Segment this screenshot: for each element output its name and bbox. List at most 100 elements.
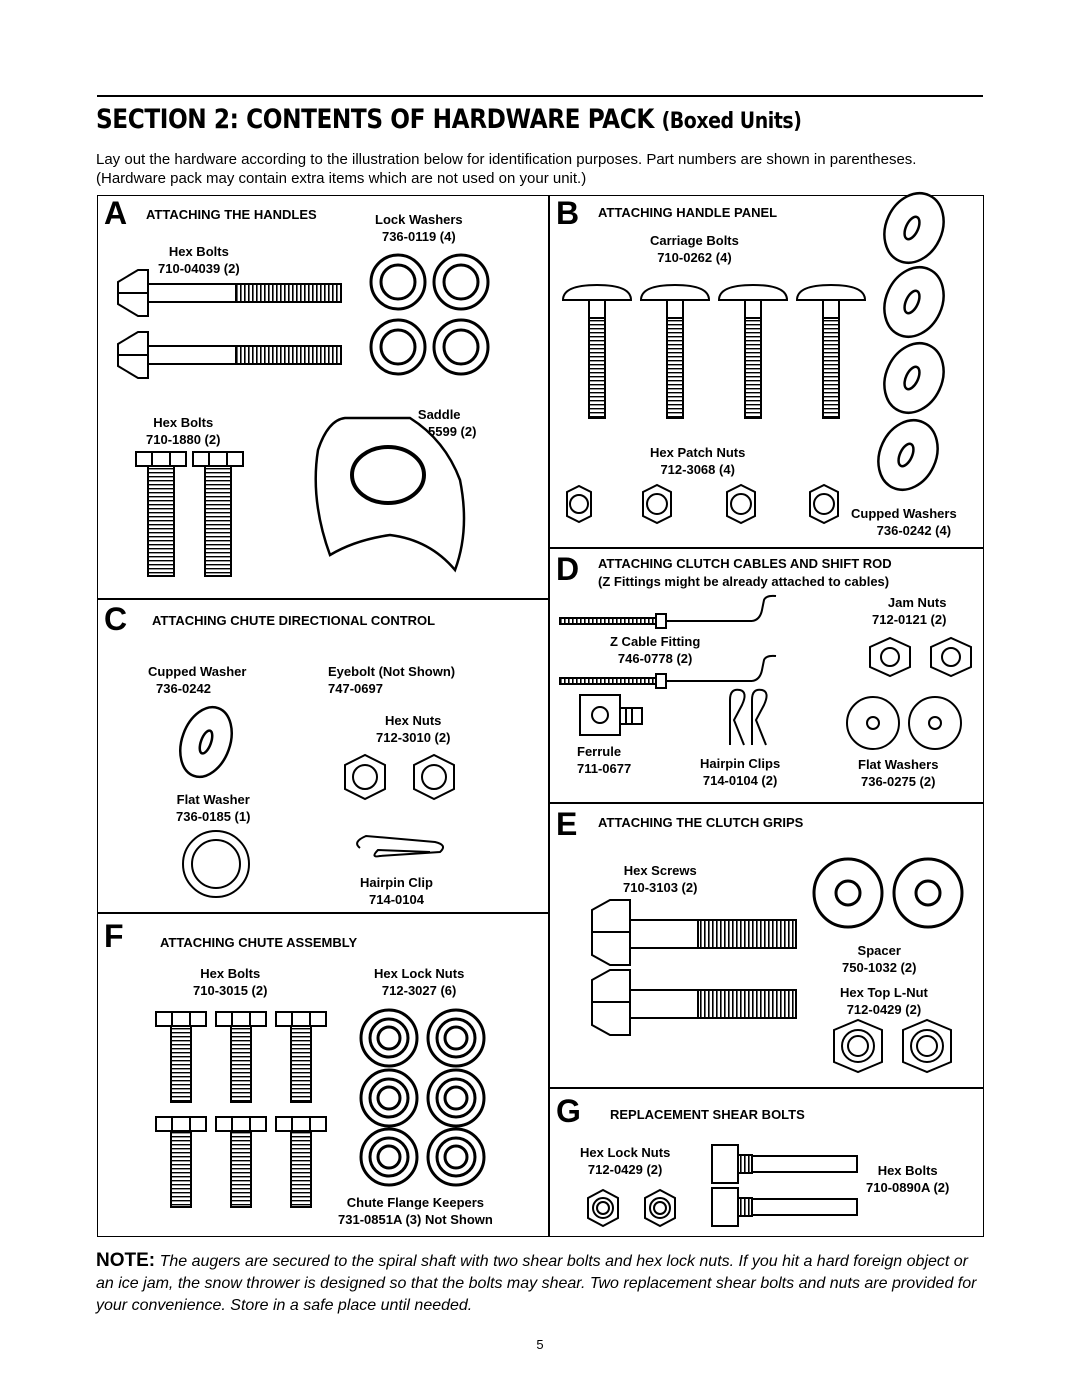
section-heading-d: ATTACHING CLUTCH CABLES AND SHIFT ROD <box>598 556 892 571</box>
hex-nut-c-icon <box>344 753 455 801</box>
section-heading-a: ATTACHING THE HANDLES <box>146 207 317 222</box>
part-label-text: 736-0185 (1) <box>176 809 251 824</box>
label-flat-washer: Flat Washer 736-0185 (1) <box>176 791 250 825</box>
part-label-text: Hex Screws <box>623 863 697 878</box>
part-label-text: 712-0429 (2) <box>846 1002 922 1017</box>
part-label-text: Carriage Bolts <box>650 233 739 248</box>
part-label-text: 710-04039 (2) <box>158 261 240 276</box>
label-hex-lock-nuts-f: Hex Lock Nuts 712-3027 (6) <box>374 965 464 999</box>
note-paragraph: NOTE: The augers are secured to the spir… <box>96 1250 988 1317</box>
part-label-text: Flat Washers <box>858 757 939 772</box>
part-label-text: 712-3027 (6) <box>381 983 457 998</box>
section-letter-b: B <box>556 195 580 231</box>
part-label-text: 736-0242 <box>156 681 211 696</box>
hex-top-l-nut-icon <box>833 1018 952 1074</box>
label-ferrule: Ferrule 711-0677 <box>577 743 631 777</box>
section-letter-g: G <box>556 1093 581 1129</box>
hex-bolt-long-icon <box>117 269 342 317</box>
hex-bolt-long-icon <box>117 331 342 379</box>
divider-a-c <box>97 598 549 600</box>
label-carriage-bolts: Carriage Bolts 710-0262 (4) <box>650 232 739 266</box>
part-label-text: 710-3015 (2) <box>193 983 268 998</box>
part-label-text: Saddle <box>417 407 461 422</box>
label-hex-patch-nuts: Hex Patch Nuts 712-3068 (4) <box>650 444 745 478</box>
hex-bolt-short-icon <box>135 451 244 577</box>
divider-e-g <box>548 1087 984 1089</box>
part-label-text: Chute Flange Keepers <box>346 1195 485 1210</box>
title-sub: (Boxed Units) <box>661 109 802 134</box>
part-label-text: Hex Top L-Nut <box>840 985 928 1000</box>
part-label-text: Hex Lock Nuts <box>374 966 465 981</box>
section-heading-b: ATTACHING HANDLE PANEL <box>598 205 778 220</box>
part-label-text: 710-0262 (4) <box>657 250 732 265</box>
part-label-text: Hex Lock Nuts <box>580 1145 671 1160</box>
part-label-text: Jam Nuts <box>887 595 947 610</box>
divider-d-e <box>548 802 984 804</box>
divider-c-f <box>97 912 549 914</box>
saddle-icon <box>314 416 466 573</box>
label-hex-bolts-a1: Hex Bolts 710-04039 (2) <box>158 243 240 277</box>
part-label-text: Eyebolt (Not Shown) <box>328 664 456 679</box>
part-label-text: Hex Patch Nuts <box>650 445 746 460</box>
section-heading-f: ATTACHING CHUTE ASSEMBLY <box>160 935 358 950</box>
part-label-text: 736-0119 (4) <box>381 229 456 244</box>
part-label-text: 714-0104 (2) <box>702 773 778 788</box>
cupped-washer-icon <box>877 192 945 491</box>
z-cable-fitting-icon <box>559 594 777 689</box>
part-label-text: Spacer <box>857 943 901 958</box>
section-heading-e: ATTACHING THE CLUTCH GRIPS <box>598 815 804 830</box>
part-label-text: Hairpin Clip <box>360 875 433 890</box>
shear-bolt-icon <box>711 1144 858 1227</box>
note-label: NOTE: <box>96 1250 156 1271</box>
part-label-text: Hex Bolts <box>168 244 229 259</box>
part-label-text: Cupped Washers <box>851 506 957 521</box>
label-cupped-washer-c: Cupped Washer 736-0242 <box>148 663 246 697</box>
note-text: The augers are secured to the spiral sha… <box>96 1253 977 1314</box>
part-label-text: Ferrule <box>577 744 622 759</box>
hex-lock-nut-g-icon <box>587 1188 676 1228</box>
part-label-text: 750-1032 (2) <box>842 960 917 975</box>
part-label-text: 710-0890A (2) <box>866 1180 950 1195</box>
section-letter-e: E <box>556 806 578 842</box>
page-number: 5 <box>536 1337 544 1352</box>
hairpin-clips-icon <box>729 688 768 746</box>
section-letter-d: D <box>556 551 580 587</box>
part-label-text: Z Cable Fitting <box>610 634 701 649</box>
part-label-text: Cupped Washer <box>148 664 247 679</box>
section-heading-g: REPLACEMENT SHEAR BOLTS <box>610 1107 805 1122</box>
part-label-text: 712-3068 (4) <box>660 462 735 477</box>
part-label-text: Flat Washer <box>176 792 250 807</box>
label-spacer: Spacer 750-1032 (2) <box>842 942 916 976</box>
part-label-text: 710-3103 (2) <box>623 880 698 895</box>
part-label-text: 714-0104 <box>369 892 424 907</box>
section-heading-c: ATTACHING CHUTE DIRECTIONAL CONTROL <box>152 613 436 628</box>
part-label-text: 712-3010 (2) <box>376 730 451 745</box>
hex-patch-nut-icon <box>566 483 839 525</box>
lock-washer-icon <box>369 253 490 376</box>
label-hex-top-l-nut: Hex Top L-Nut 712-0429 (2) <box>840 984 928 1018</box>
carriage-bolt-icon <box>561 283 867 419</box>
label-hex-screws: Hex Screws 710-3103 (2) <box>623 862 697 896</box>
section-letter-a: A <box>104 195 128 231</box>
page-title: SECTION 2: CONTENTS OF HARDWARE PACK (Bo… <box>96 104 802 135</box>
ferrule-icon <box>579 694 643 736</box>
part-label-text: 712-0121 (2) <box>872 612 947 627</box>
label-chute-flange-keepers: Chute Flange Keepers 731-0851A (3) Not Sh… <box>338 1194 493 1228</box>
part-label-text: 731-0851A (3) Not Shown <box>338 1212 493 1227</box>
title-main: SECTION 2: CONTENTS OF HARDWARE PACK <box>96 104 654 135</box>
flat-washers-icon <box>846 696 962 750</box>
center-divider <box>548 195 550 1237</box>
spacer-icon <box>812 857 964 929</box>
cupped-washer-c-icon <box>179 705 233 779</box>
part-label-text: 710-1880 (2) <box>146 432 221 447</box>
jam-nut-icon <box>869 636 972 678</box>
part-label-text: 711-0677 <box>577 761 632 776</box>
